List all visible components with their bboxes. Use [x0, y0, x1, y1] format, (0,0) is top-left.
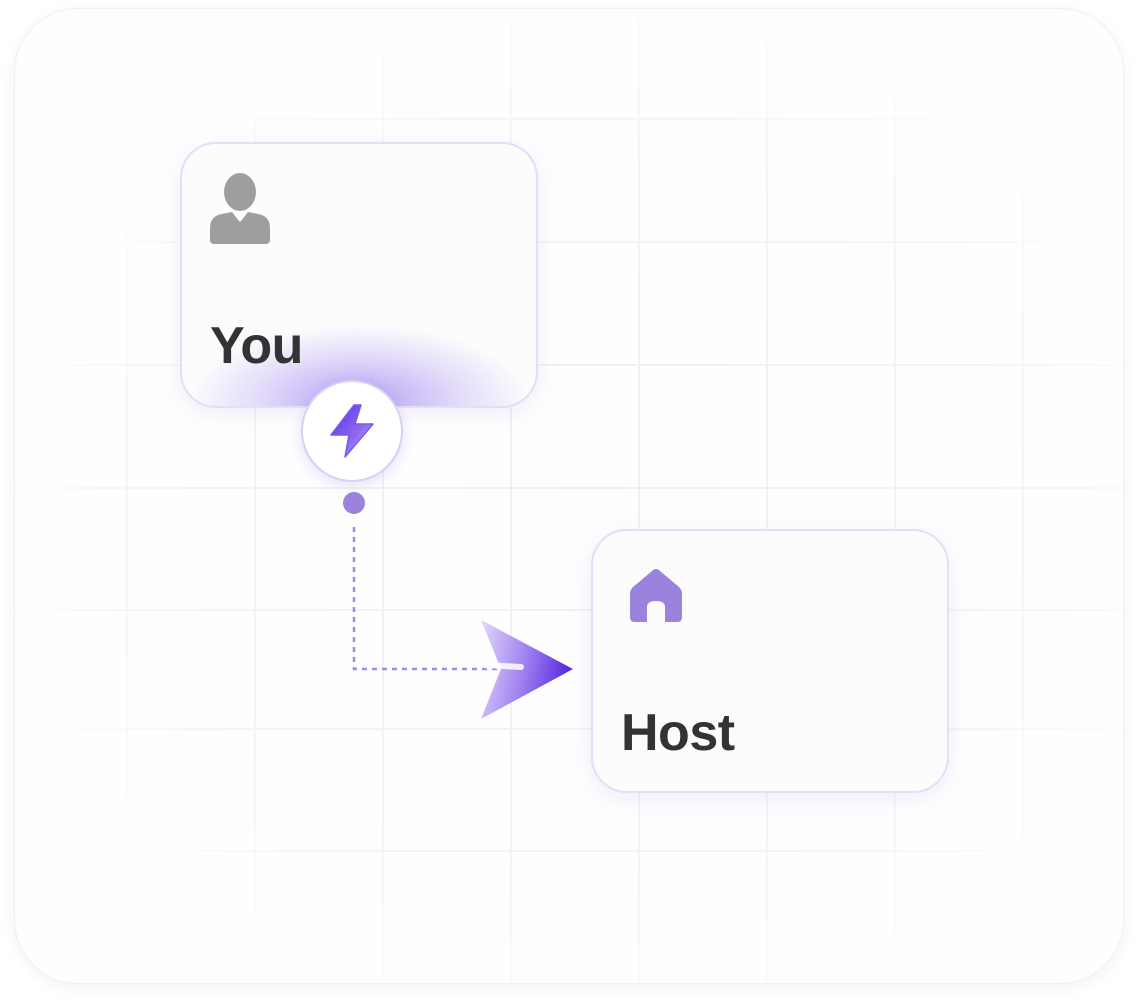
- node-you[interactable]: You: [180, 142, 538, 408]
- lightning-badge[interactable]: [301, 380, 403, 482]
- background-grid: [15, 9, 1123, 983]
- node-host[interactable]: Host: [591, 529, 949, 793]
- diagram-canvas: You Host: [14, 8, 1124, 984]
- user-icon: [210, 173, 270, 244]
- home-icon: [630, 569, 682, 622]
- lightning-bolt-icon: [330, 404, 374, 458]
- node-host-label: Host: [621, 704, 735, 762]
- node-you-label: You: [210, 317, 303, 375]
